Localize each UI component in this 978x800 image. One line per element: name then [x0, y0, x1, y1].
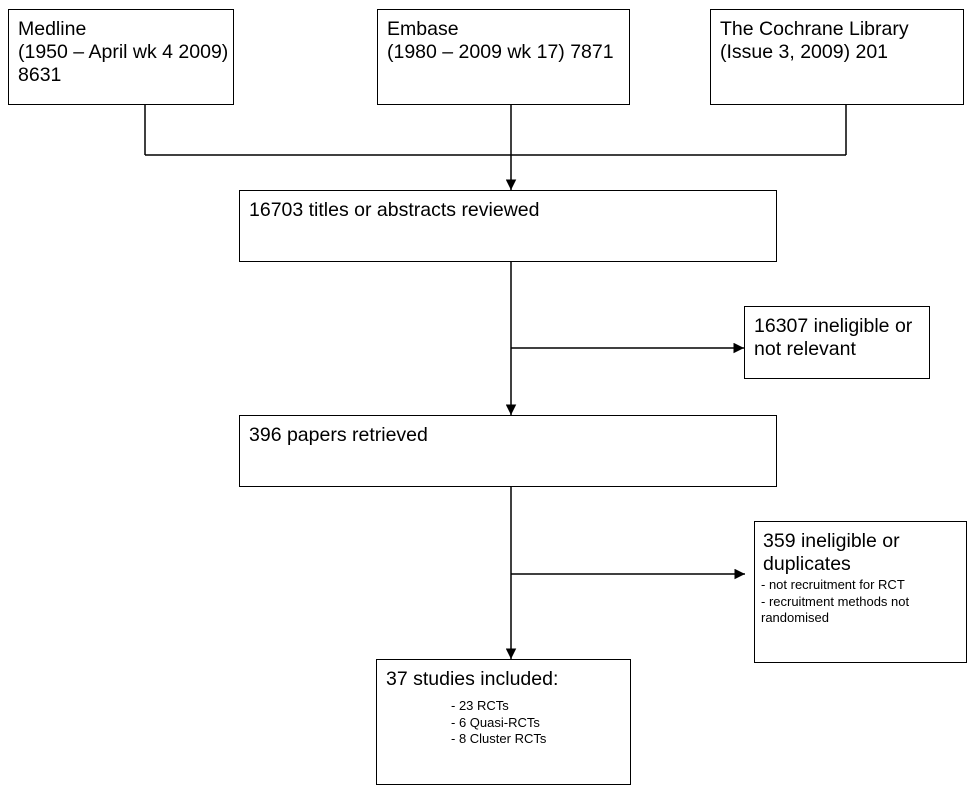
included-item: - 6 Quasi-RCTs — [451, 714, 540, 730]
exclusion-reason: - not recruitment for RCT — [761, 577, 905, 592]
exclusion-reason: - recruitment methods not randomised — [761, 593, 910, 626]
excluded-2-reasons: - not recruitment for RCT - recruitment … — [761, 577, 961, 627]
excluded-box-2: 359 ineligible or duplicates - not recru… — [754, 521, 967, 663]
source-name-cochrane: The Cochrane Library — [720, 18, 909, 40]
source-name-medline: Medline — [18, 18, 87, 40]
source-box-embase: Embase (1980 – 2009 wk 17) 7871 — [377, 9, 630, 105]
included-breakdown: - 23 RCTs - 6 Quasi-RCTs - 8 Cluster RCT… — [451, 698, 546, 748]
source-box-cochrane: The Cochrane Library (Issue 3, 2009) 201 — [710, 9, 964, 105]
retrieved-text: 396 papers retrieved — [249, 424, 428, 446]
source-box-medline: Medline (1950 – April wk 4 2009) 8631 — [8, 9, 234, 105]
excluded-2-title: 359 ineligible or duplicates — [763, 530, 900, 575]
included-box: 37 studies included: - 23 RCTs - 6 Quasi… — [376, 659, 631, 785]
source-detail-embase: (1980 – 2009 wk 17) 7871 — [387, 41, 614, 63]
source-detail-medline: (1950 – April wk 4 2009) 8631 — [18, 41, 229, 86]
source-name-embase: Embase — [387, 18, 459, 40]
included-item: - 23 RCTs — [451, 698, 509, 713]
included-item: - 8 Cluster RCTs — [451, 731, 547, 747]
retrieved-box: 396 papers retrieved — [239, 415, 777, 487]
reviewed-text: 16703 titles or abstracts reviewed — [249, 199, 540, 221]
excluded-1-text: 16307 ineligible or not relevant — [754, 315, 913, 360]
excluded-box-1: 16307 ineligible or not relevant — [744, 306, 930, 379]
source-detail-cochrane: (Issue 3, 2009) 201 — [720, 41, 889, 63]
included-title: 37 studies included: — [386, 668, 559, 690]
reviewed-box: 16703 titles or abstracts reviewed — [239, 190, 777, 262]
